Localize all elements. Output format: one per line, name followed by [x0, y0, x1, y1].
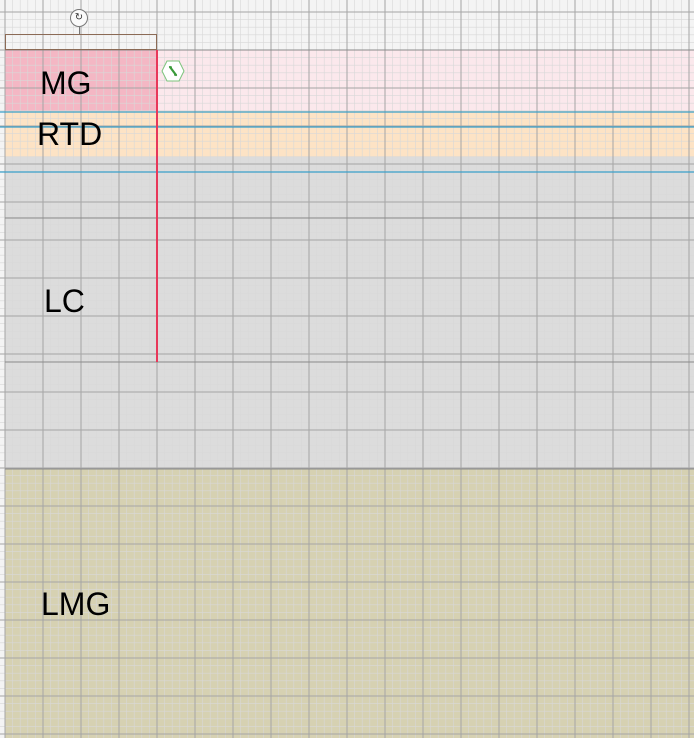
selection-edge-line[interactable]: [156, 50, 158, 362]
rtd-label: RTD: [37, 116, 103, 152]
hexagon-link-icon[interactable]: [161, 60, 185, 82]
rtd-band: [5, 111, 694, 157]
lmg-label: LMG: [41, 586, 111, 622]
lc-band: [5, 157, 694, 469]
rotate-handle-stem: [79, 27, 80, 34]
rotate-handle-icon[interactable]: ↻: [70, 9, 88, 27]
lc-label: LC: [44, 283, 85, 319]
mg-label: MG: [40, 65, 92, 101]
selection-top-bar[interactable]: [5, 34, 157, 50]
